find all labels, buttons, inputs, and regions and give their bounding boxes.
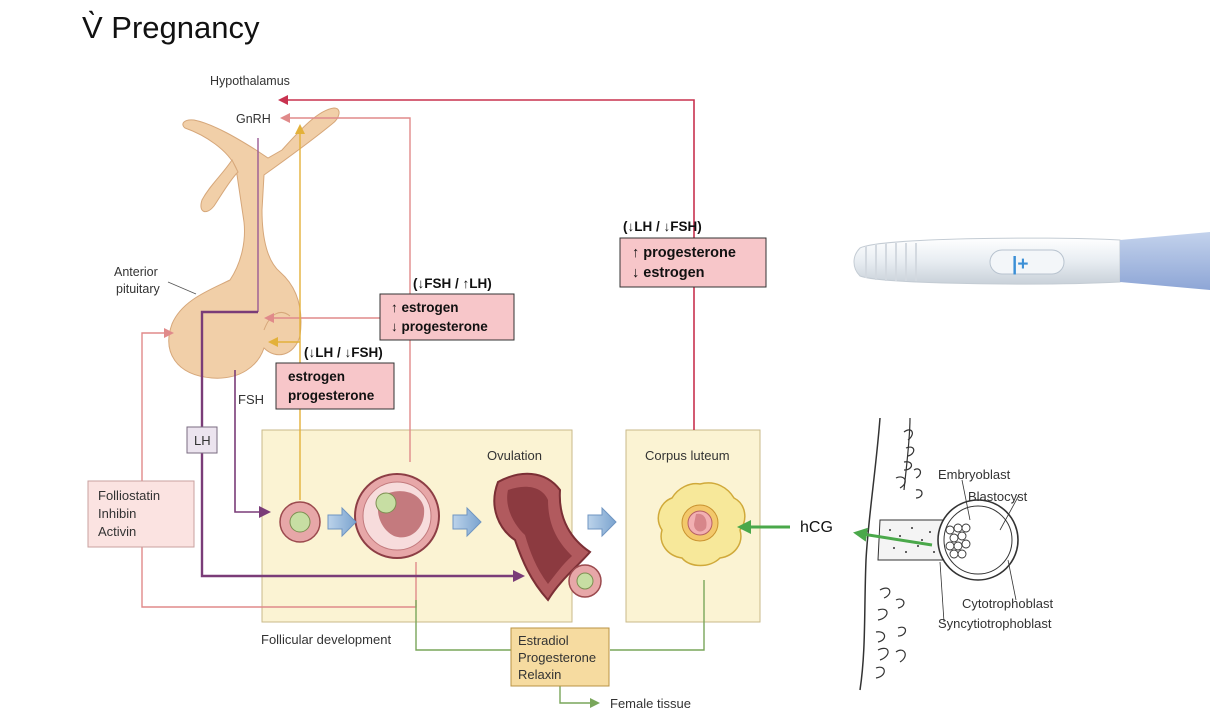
corpus-luteum <box>657 482 746 567</box>
corpus-luteum-label: Corpus luteum <box>645 448 730 463</box>
primary-follicle <box>279 501 321 543</box>
female-tissue-label: Female tissue <box>610 696 691 711</box>
inhibitor-3: Activin <box>98 524 136 539</box>
gnrh-label: GnRH <box>236 112 271 126</box>
cytotrophoblast-label: Cytotrophoblast <box>962 596 1053 611</box>
preovulatory-line-1: ↑ estrogen <box>391 300 459 315</box>
preovulatory-header: (↓FSH / ↑LH) <box>413 276 492 291</box>
anterior-pituitary-label-1: Anterior <box>114 265 158 279</box>
output-2: Progesterone <box>518 650 596 665</box>
luteal-line-2: ↓ estrogen <box>632 265 705 281</box>
anterior-pituitary-label-2: pituitary <box>116 282 161 296</box>
embryoblast-label: Embryoblast <box>938 467 1011 482</box>
inhibitor-1: Folliostatin <box>98 488 160 503</box>
output-1: Estradiol <box>518 633 569 648</box>
progress-arrow-2 <box>452 506 482 538</box>
follicular-line-2: progesterone <box>288 388 375 403</box>
follicular-feedback-box: (↓LH / ↓FSH) estrogen progesterone <box>275 345 395 410</box>
follicular-development-label: Follicular development <box>261 632 391 647</box>
lh-label: LH <box>194 433 211 448</box>
fsh-label: FSH <box>238 392 264 407</box>
test-result-display: |+ <box>1012 254 1028 275</box>
graafian-follicle <box>354 473 440 559</box>
pituitary-illustration <box>168 107 340 379</box>
luteal-feedback-box: (↓LH / ↓FSH) ↑ progesterone ↓ estrogen <box>619 219 767 288</box>
pregnancy-test-icon: |+ <box>853 232 1210 290</box>
slide-title: V̀ Pregnancy <box>82 10 260 45</box>
inhibitors-box: Folliostatin Inhibin Activin <box>87 480 195 548</box>
blastocyst-illustration <box>859 417 1019 691</box>
preovulatory-feedback-box: (↓FSH / ↑LH) ↑ estrogen ↓ progesterone <box>379 276 515 341</box>
luteal-line-1: ↑ progesterone <box>632 245 736 261</box>
syncytiotrophoblast-label: Syncytiotrophoblast <box>938 616 1052 631</box>
luteal-header: (↓LH / ↓FSH) <box>623 219 702 234</box>
blastocyst-label: Blastocyst <box>968 489 1028 504</box>
follicular-line-1: estrogen <box>288 369 345 384</box>
progress-arrow-3 <box>587 506 617 538</box>
follicular-header: (↓LH / ↓FSH) <box>304 345 383 360</box>
inhibitor-2: Inhibin <box>98 506 136 521</box>
hcg-label: hCG <box>800 519 833 536</box>
progress-arrow-1 <box>327 506 357 538</box>
ovulation-label: Ovulation <box>487 448 542 463</box>
output-3: Relaxin <box>518 667 561 682</box>
hypothalamus-label: Hypothalamus <box>210 74 290 88</box>
ruptured-follicle <box>493 472 602 602</box>
preovulatory-line-2: ↓ progesterone <box>391 319 488 334</box>
lh-box <box>186 426 218 454</box>
output-box: Estradiol Progesterone Relaxin <box>510 627 610 687</box>
